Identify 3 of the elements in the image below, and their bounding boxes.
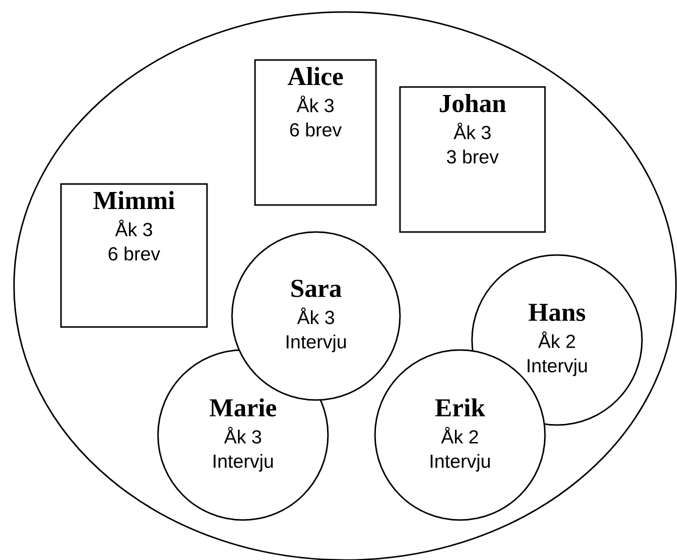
person-box: Alice Åk 3 6 brev <box>254 59 377 206</box>
person-box: Johan Åk 3 3 brev <box>399 86 546 233</box>
person-box: Mimmi Åk 3 6 brev <box>60 183 208 328</box>
